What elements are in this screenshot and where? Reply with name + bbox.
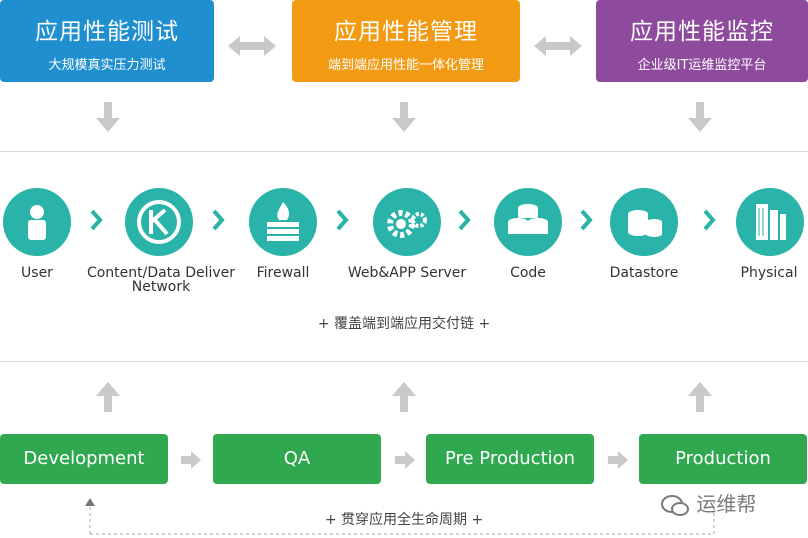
tier-firewall	[249, 188, 317, 256]
code-stack-icon	[508, 204, 548, 234]
right-arrow-icon	[395, 451, 415, 469]
down-arrow-icon	[392, 102, 416, 132]
wechat-icon	[661, 494, 689, 516]
top-box-subtitle: 企业级IT运维监控平台	[637, 58, 767, 73]
up-arrow-icon	[392, 382, 416, 412]
stage-pre-production: Pre Production	[426, 434, 594, 484]
top-box-testing: 应用性能测试 大规模真实压力测试	[0, 0, 214, 82]
top-box-title: 应用性能管理	[334, 19, 478, 45]
tier-web-app-server	[373, 188, 441, 256]
chevron-right-icon	[90, 209, 103, 231]
double-arrow-icon	[228, 36, 276, 56]
chevron-right-icon	[580, 209, 593, 231]
lifecycle-caption: + 贯穿应用全生命周期 +	[254, 509, 554, 529]
chevron-right-icon	[703, 209, 716, 231]
tier-label: Code	[510, 265, 546, 281]
right-arrow-icon	[608, 451, 628, 469]
top-box-subtitle: 大规模真实压力测试	[48, 58, 166, 73]
gears-icon	[387, 210, 427, 238]
top-box-title: 应用性能测试	[35, 19, 179, 45]
tier-physical	[736, 188, 804, 256]
top-box-monitoring: 应用性能监控 企业级IT运维监控平台	[596, 0, 808, 82]
firewall-icon	[267, 202, 299, 241]
tier-label: Content/Data Deliver Network	[86, 265, 236, 295]
stage-development: Development	[0, 434, 168, 484]
up-arrow-icon	[688, 382, 712, 412]
tier-label: Datastore	[609, 265, 679, 281]
tier-datastore	[610, 188, 678, 256]
chevron-right-icon	[458, 209, 471, 231]
top-box-title: 应用性能监控	[630, 19, 774, 45]
top-box-subtitle: 端到端应用性能一体化管理	[327, 58, 484, 73]
tier-label: Web&APP Server	[347, 265, 467, 281]
lifecycle-loop-line	[85, 498, 715, 535]
double-arrow-icon	[534, 36, 582, 56]
right-arrow-icon	[181, 451, 201, 469]
tier-user	[3, 188, 71, 256]
tier-caption: + 覆盖端到端应用交付链 +	[317, 316, 491, 332]
stage-production: Production	[639, 434, 807, 484]
user-icon	[28, 205, 46, 240]
stage-qa: QA	[213, 434, 381, 484]
database-icon	[628, 210, 662, 237]
tier-code	[494, 188, 562, 256]
down-arrow-icon	[688, 102, 712, 132]
chevron-right-icon	[212, 209, 225, 231]
tier-label: Firewall	[256, 265, 310, 281]
divider	[0, 151, 808, 152]
tier-label: Physical	[740, 265, 798, 281]
watermark-text: 运维帮	[696, 492, 757, 516]
network-globe-icon	[137, 200, 181, 244]
up-arrow-icon	[96, 382, 120, 412]
top-box-management: 应用性能管理 端到端应用性能一体化管理	[292, 0, 520, 82]
divider	[0, 361, 808, 362]
tier-cdn	[125, 188, 193, 256]
down-arrow-icon	[96, 102, 120, 132]
watermark: 运维帮	[660, 488, 756, 519]
chevron-right-icon	[336, 209, 349, 231]
server-rack-icon	[756, 204, 786, 240]
tier-label: User	[21, 265, 53, 281]
